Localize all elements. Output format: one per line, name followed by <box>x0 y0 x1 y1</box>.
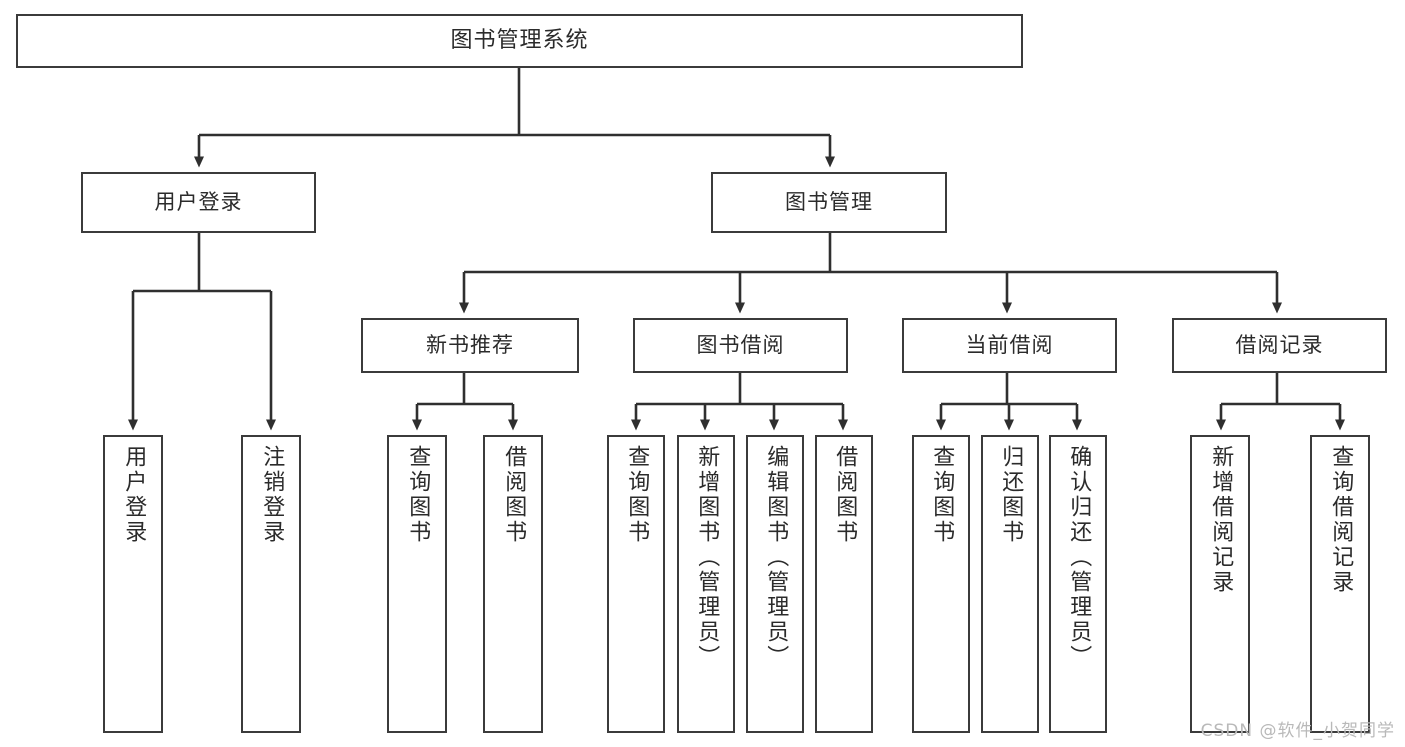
node-root-book-management-system[interactable]: 图书管理系统 <box>16 14 1023 68</box>
leaf-query-books-newbook[interactable]: 查询图书 <box>387 435 447 733</box>
node-label: 当前借阅 <box>965 333 1054 358</box>
node-label: 归还图书 <box>998 445 1024 545</box>
node-label: 图书管理 <box>785 190 873 215</box>
node-label: 借阅记录 <box>1235 333 1324 358</box>
node-label: 新增图书（管理员） <box>694 445 720 670</box>
node-user-login[interactable]: 用户登录 <box>81 172 316 233</box>
node-label: 图书借阅 <box>696 333 785 358</box>
node-label: 确认归还（管理员） <box>1066 445 1092 670</box>
node-label: 查询图书 <box>624 445 650 545</box>
node-label: 查询借阅记录 <box>1328 445 1354 595</box>
leaf-query-books-borrow[interactable]: 查询图书 <box>607 435 665 733</box>
node-label: 新增借阅记录 <box>1208 445 1234 595</box>
node-label: 借阅图书 <box>501 445 527 545</box>
leaf-add-borrow-record[interactable]: 新增借阅记录 <box>1190 435 1250 733</box>
leaf-logout[interactable]: 注销登录 <box>241 435 301 733</box>
leaf-query-borrow-record[interactable]: 查询借阅记录 <box>1310 435 1370 733</box>
node-label: 编辑图书（管理员） <box>763 445 789 670</box>
node-label: 借阅图书 <box>832 445 858 545</box>
node-label: 用户登录 <box>121 445 147 545</box>
node-borrowing-records[interactable]: 借阅记录 <box>1172 318 1387 373</box>
node-label: 注销登录 <box>259 445 285 545</box>
node-label: 查询图书 <box>929 445 955 545</box>
leaf-edit-book-admin[interactable]: 编辑图书（管理员） <box>746 435 804 733</box>
node-new-book-recommendation[interactable]: 新书推荐 <box>361 318 579 373</box>
leaf-borrow-books-borrow[interactable]: 借阅图书 <box>815 435 873 733</box>
node-book-management[interactable]: 图书管理 <box>711 172 947 233</box>
node-label: 图书管理系统 <box>450 28 589 54</box>
leaf-confirm-return-admin[interactable]: 确认归还（管理员） <box>1049 435 1107 733</box>
node-label: 查询图书 <box>405 445 431 545</box>
leaf-query-books-current[interactable]: 查询图书 <box>912 435 970 733</box>
leaf-return-books[interactable]: 归还图书 <box>981 435 1039 733</box>
node-book-borrowing[interactable]: 图书借阅 <box>633 318 848 373</box>
leaf-user-login[interactable]: 用户登录 <box>103 435 163 733</box>
node-label: 新书推荐 <box>426 333 514 358</box>
leaf-add-book-admin[interactable]: 新增图书（管理员） <box>677 435 735 733</box>
node-label: 用户登录 <box>154 190 243 215</box>
leaf-borrow-books-newbook[interactable]: 借阅图书 <box>483 435 543 733</box>
node-current-borrowing[interactable]: 当前借阅 <box>902 318 1117 373</box>
